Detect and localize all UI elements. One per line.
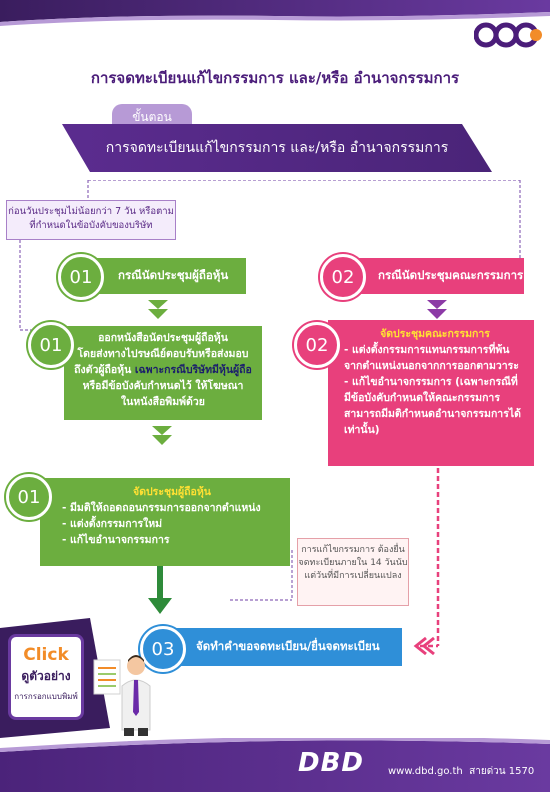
shareholder-meeting-number: 01 [6, 474, 52, 520]
step-banner-label: การจดทะเบียนแก้ไขกรรมการ และ/หรือ อำนาจก… [105, 140, 449, 156]
click-example-link[interactable]: Click ดูตัวอย่าง การกรอกแบบพิมพ์ [8, 634, 84, 720]
click-sub-label: ดูตัวอย่าง [21, 669, 71, 683]
document-person-illustration [93, 655, 151, 736]
arrow-down-icon [152, 426, 172, 445]
shareholder-meeting-title: จัดประชุมผู้ถือหุ้น [133, 486, 211, 498]
board-meeting-item: มีข้อบังคับกำหนดให้คณะกรรมการ [344, 392, 500, 404]
notice-line: หรือมีข้อบังคับกำหนดไว้ ให้โฆษณา [82, 380, 244, 392]
note-deadline-top: ก่อนวันประชุมไม่น้อยกว่า 7 วัน หรือตามที… [6, 200, 176, 240]
arrow-down-icon [148, 300, 168, 319]
case-shareholder-title: กรณีนัดประชุมผู้ถือหุ้น [118, 268, 229, 282]
footer-contact: www.dbd.go.th สายด่วน 1570 [388, 764, 534, 779]
board-meeting-item: - แก้ไขอำนาจกรรมการ (เฉพาะกรณีที่ [344, 376, 518, 388]
board-meeting-item: เท่านั้น) [344, 424, 380, 436]
final-step-number: 03 [140, 626, 186, 672]
notice-line: โดยส่งทางไปรษณีย์ตอบรับหรือส่งมอบ [77, 348, 249, 360]
board-meeting-item: สามารถมีมติกำหนดอำนาจกรรมการได้ [344, 408, 521, 420]
notice-line: ในหนังสือพิมพ์ด้วย [121, 396, 205, 408]
note-deadline-right: การแก้ไขกรรมการ ต้องยื่นจดทะเบียนภายใน 1… [297, 538, 409, 606]
connector-arrows [148, 468, 440, 656]
footer-bar [0, 738, 550, 792]
shareholder-notice-box: ออกหนังสือนัดประชุมผู้ถือหุ้น โดยส่งทางไ… [64, 326, 262, 420]
pointer-hand-icon: ☝ [56, 700, 67, 721]
notice-line-highlight: เฉพาะกรณีบริษัทมีหุ้นผู้ถือ [134, 364, 252, 376]
connector-lines [19, 180, 521, 601]
dbd-footer-logo: DBD [298, 748, 364, 778]
arrow-down-icon [427, 300, 447, 319]
header-bar [0, 0, 550, 26]
board-meeting-item: จากตำแหน่งนอกจากการออกตามวาระ [344, 360, 519, 372]
case-shareholder-header: กรณีนัดประชุมผู้ถือหุ้น [80, 258, 246, 294]
shareholder-meeting-item: มีมติให้ถอดถอนกรรมการออกจากตำแหน่ง [70, 502, 261, 514]
board-meeting-item: - แต่งตั้งกรรมการแทนกรรมการที่พ้น [344, 344, 510, 356]
board-meeting-box: จัดประชุมคณะกรรมการ - แต่งตั้งกรรมการแทน… [328, 320, 534, 466]
click-caption: การกรอกแบบพิมพ์ [14, 692, 78, 701]
final-step-title: จัดทำคำขอจดทะเบียน/ยื่นจดทะเบียน [196, 639, 380, 653]
dbd-logo-icon [473, 22, 544, 48]
case-board-header: กรณีนัดประชุมคณะกรรมการ [348, 258, 524, 294]
case-board-number: 02 [320, 254, 366, 300]
board-meeting-number: 02 [294, 322, 340, 368]
step-banner [62, 124, 492, 172]
case-board-title: กรณีนัดประชุมคณะกรรมการ [378, 268, 524, 282]
shareholder-meeting-item: แต่งตั้งกรรมการใหม่ [70, 518, 163, 530]
board-meeting-title: จัดประชุมคณะกรรมการ [380, 328, 490, 340]
shareholder-meeting-item: แก้ไขอำนาจกรรมการ [70, 534, 170, 546]
click-label: Click [23, 645, 69, 665]
footer-website[interactable]: www.dbd.go.th [388, 766, 463, 777]
footer-hotline: สายด่วน 1570 [469, 766, 535, 777]
case-shareholder-number: 01 [58, 254, 104, 300]
notice-line: ถึงตัวผู้ถือหุ้น [74, 364, 132, 376]
page-title: การจดทะเบียนแก้ไขกรรมการ และ/หรือ อำนาจก… [90, 69, 460, 87]
notice-line: ออกหนังสือนัดประชุมผู้ถือหุ้น [98, 332, 228, 344]
shareholder-notice-number: 01 [28, 322, 74, 368]
shareholder-meeting-box: จัดประชุมผู้ถือหุ้น - มีมติให้ถอดถอนกรรม… [40, 478, 290, 566]
final-step-bar: จัดทำคำขอจดทะเบียน/ยื่นจดทะเบียน [152, 628, 402, 666]
